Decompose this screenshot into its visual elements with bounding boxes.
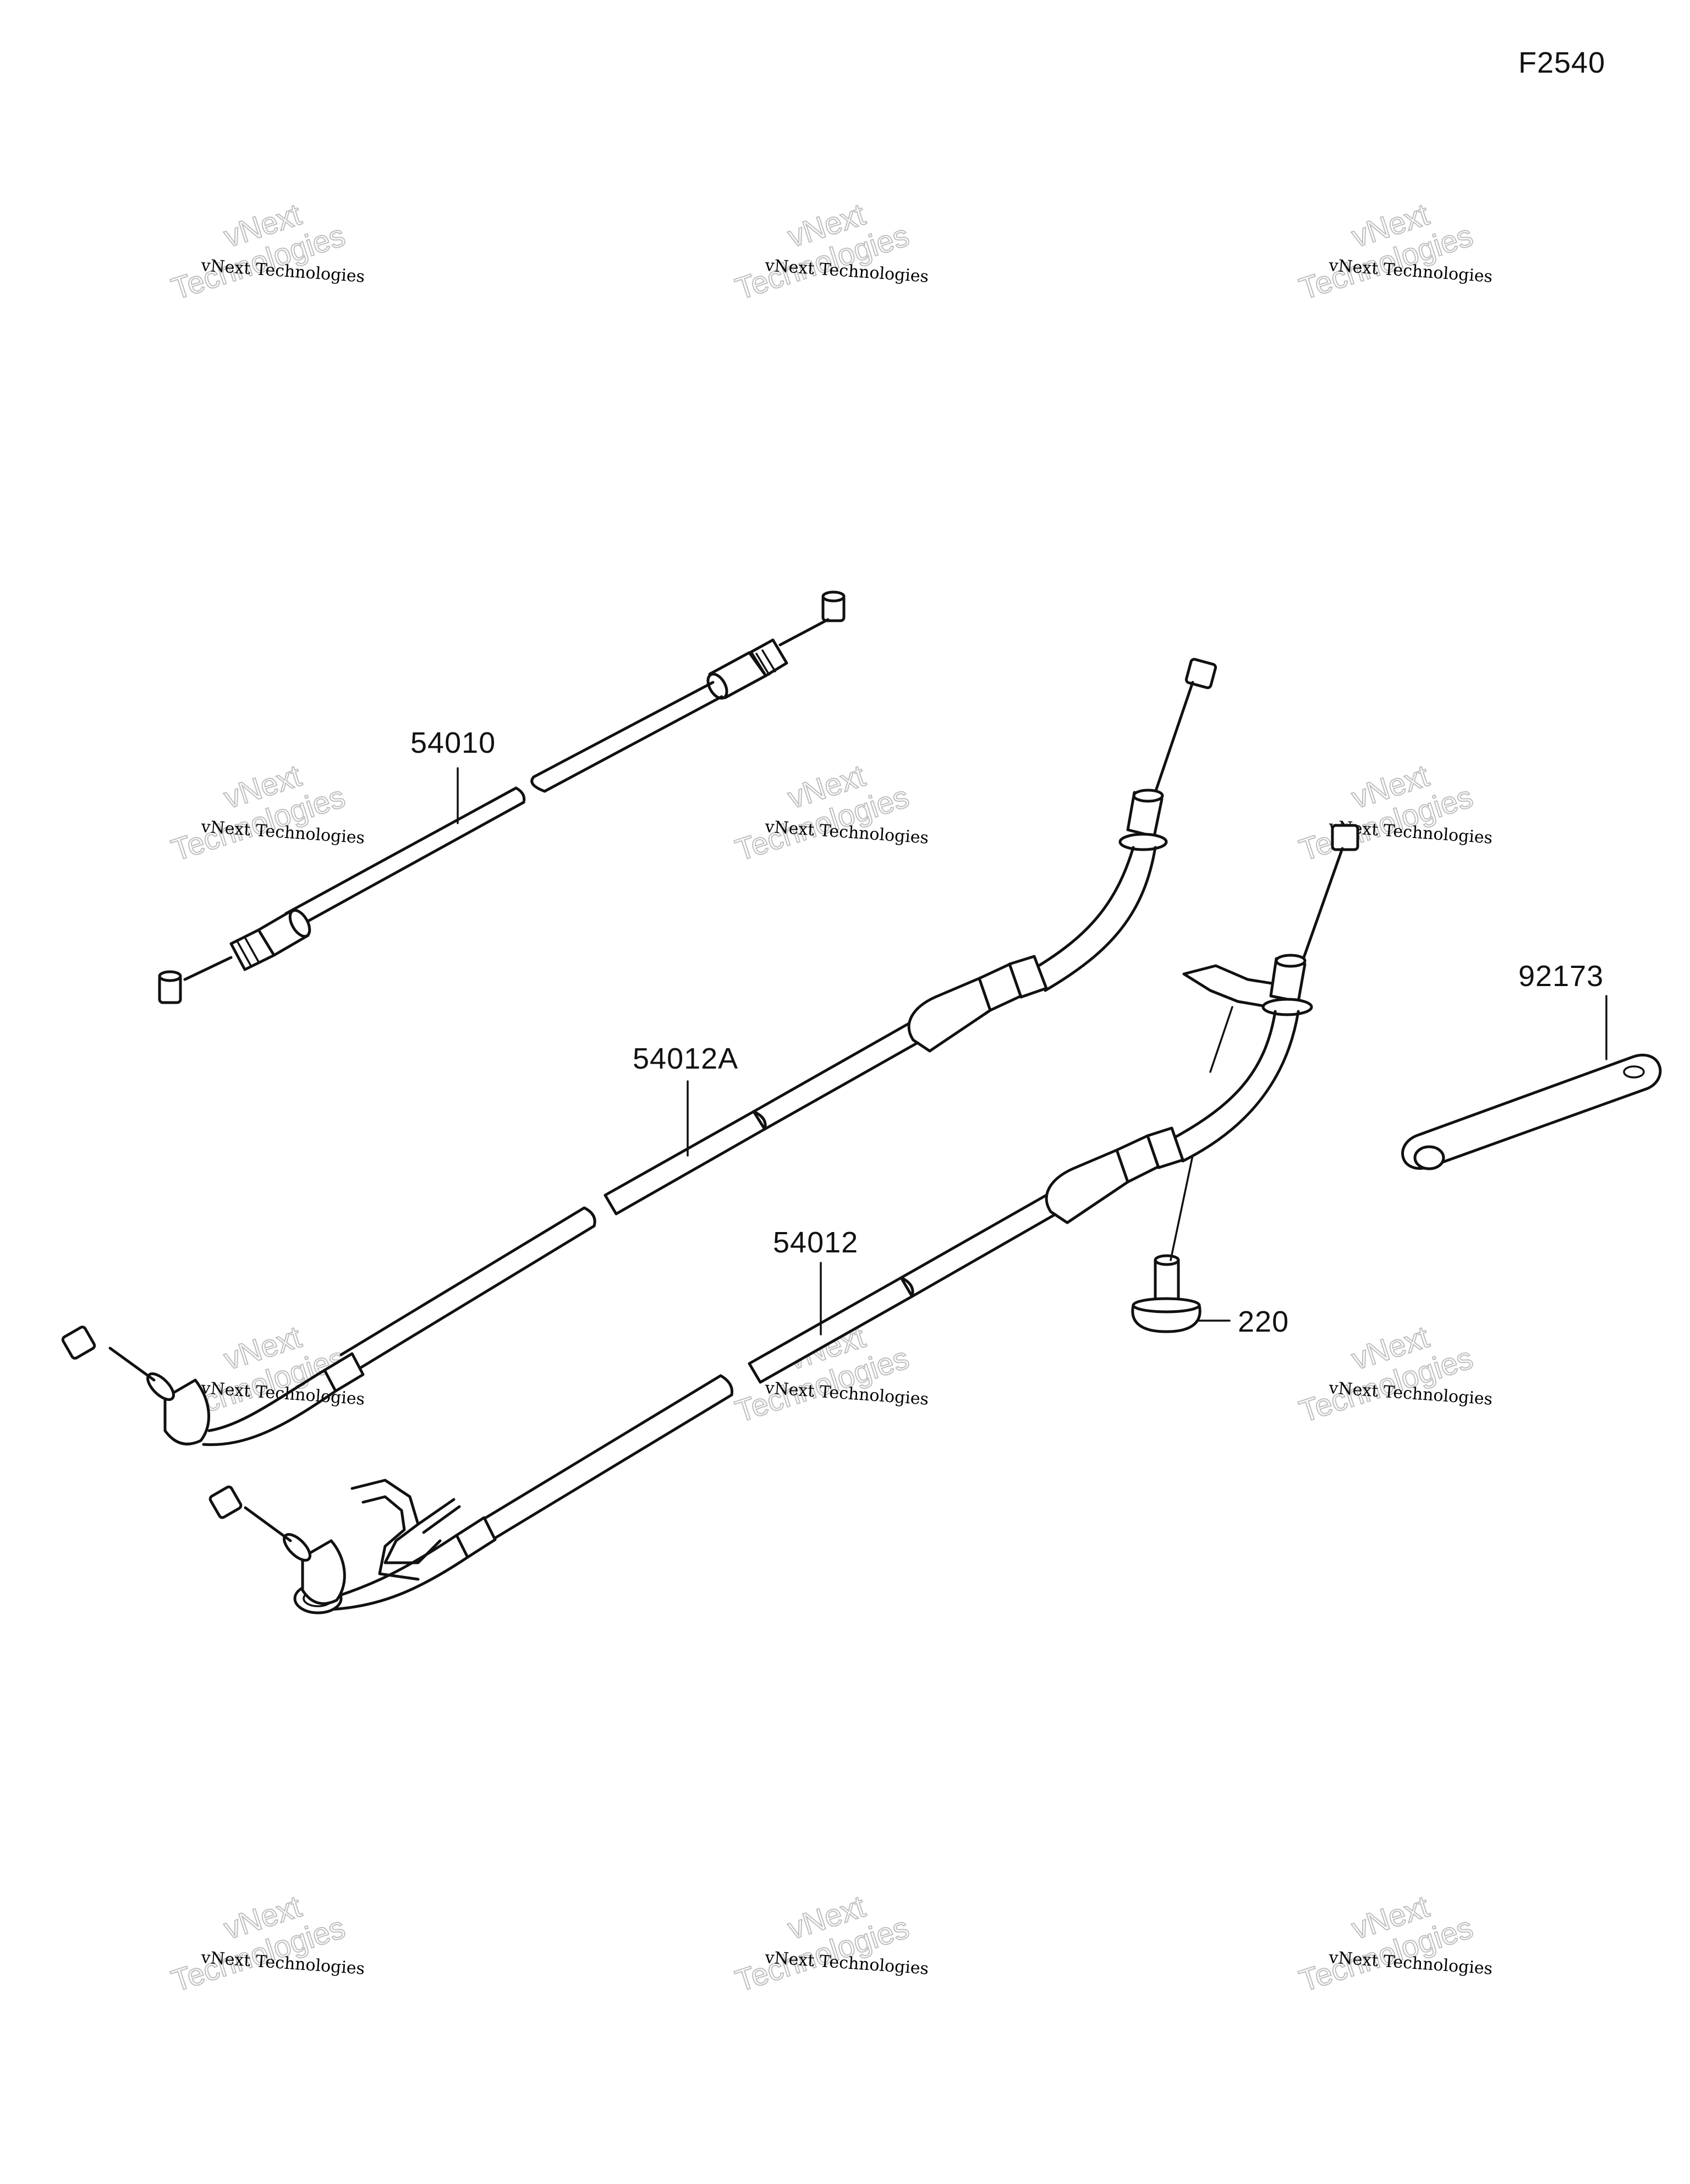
cable-54010[interactable] <box>158 590 846 1004</box>
cable-54012A[interactable] <box>61 658 1217 1446</box>
leader-lines <box>457 767 1607 1335</box>
bolt-220[interactable] <box>1131 1254 1201 1333</box>
callout-54012: 54012 <box>773 1226 858 1259</box>
callout-54010: 54010 <box>410 726 496 759</box>
callout-92173: 92173 <box>1518 960 1604 993</box>
cable-54012[interactable] <box>208 824 1359 1614</box>
callout-54012A: 54012A <box>633 1042 738 1075</box>
callout-220: 220 <box>1238 1305 1289 1338</box>
diagram-code: F2540 <box>1518 46 1605 79</box>
bracket-92173[interactable] <box>1401 1054 1662 1170</box>
